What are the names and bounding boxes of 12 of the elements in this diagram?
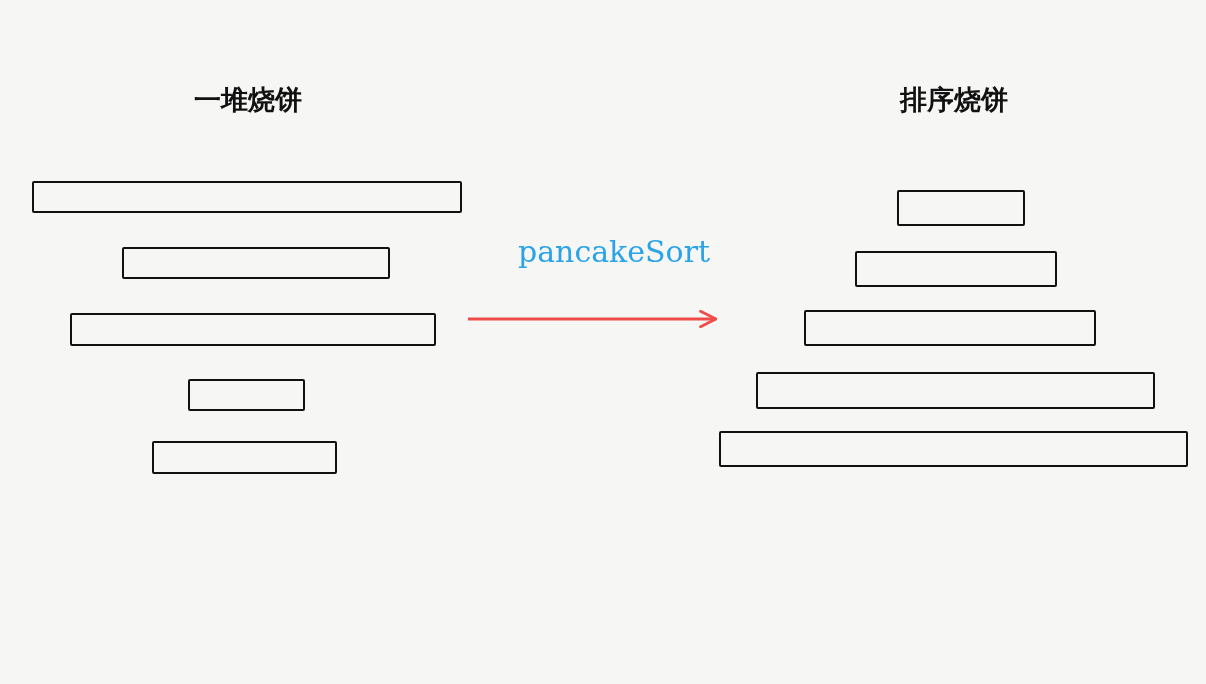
pancake-bar: [855, 251, 1057, 287]
pancake-bar: [756, 372, 1155, 409]
pancake-bar: [152, 441, 337, 474]
pancake-bar: [122, 247, 390, 279]
pancake-bar: [32, 181, 462, 213]
pancake-bar: [804, 310, 1096, 346]
stack-heading: 排序烧饼: [900, 83, 1008, 117]
pancake-bar: [188, 379, 305, 411]
stack-heading: 一堆烧饼: [194, 83, 302, 117]
pancake-bar: [70, 313, 436, 346]
pancake-bar: [719, 431, 1188, 467]
pancake-bar: [897, 190, 1025, 226]
